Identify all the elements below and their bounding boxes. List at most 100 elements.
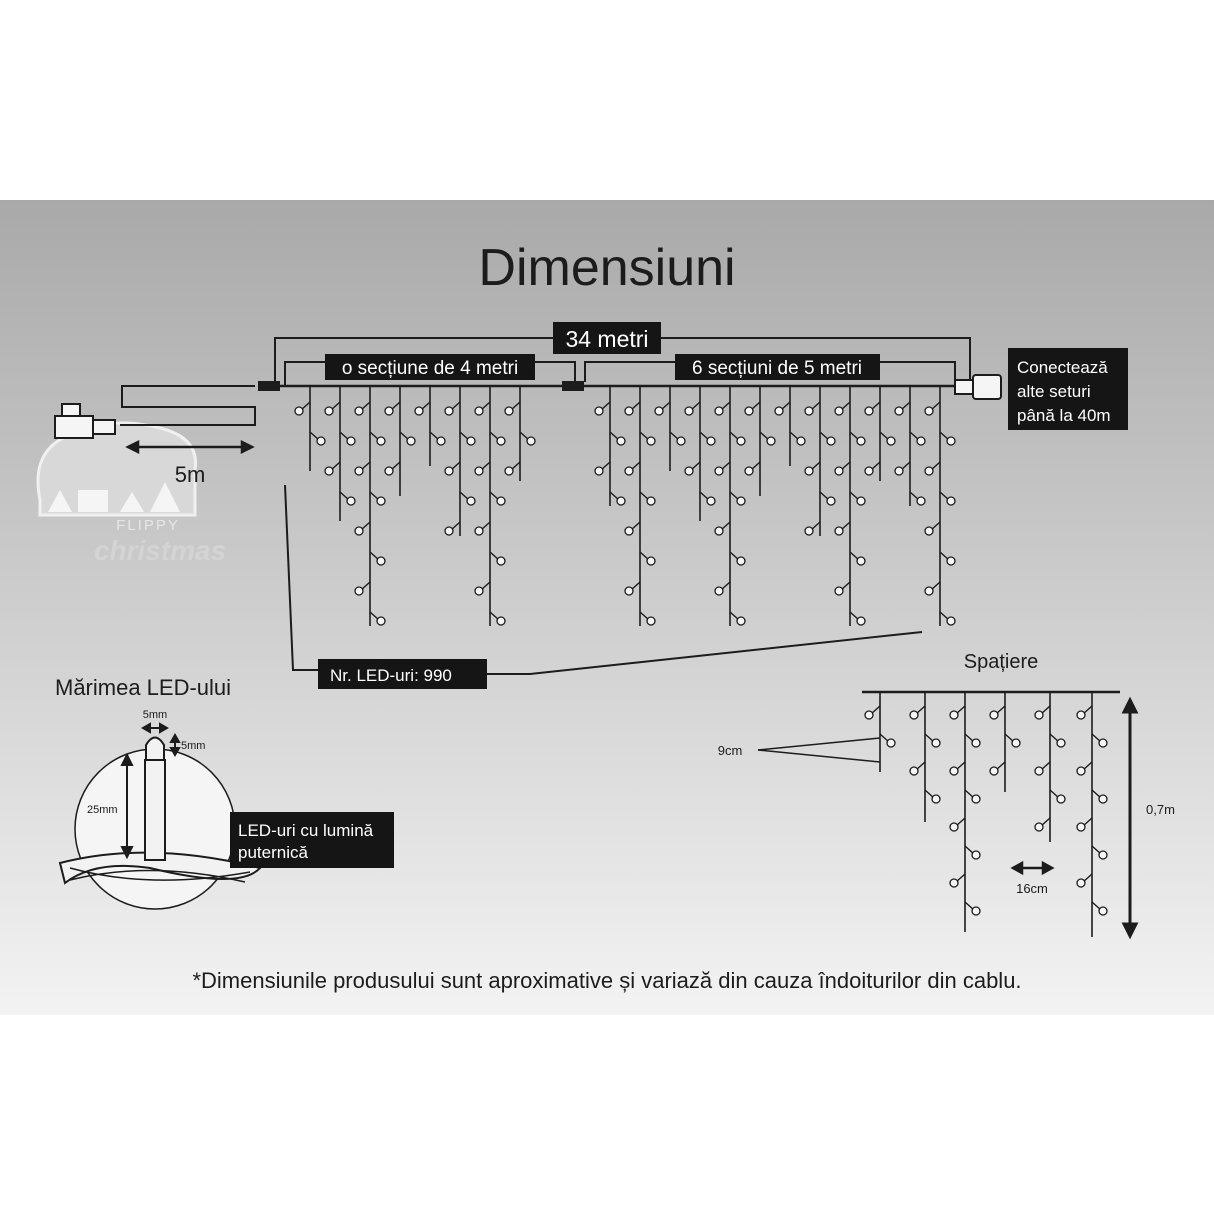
led-bulb-icon bbox=[909, 766, 919, 776]
led-head-icon bbox=[145, 736, 165, 761]
led-bulb-icon bbox=[1076, 822, 1086, 832]
led-bulb-icon bbox=[796, 436, 806, 446]
brand-line1: FLIPPY bbox=[116, 517, 180, 534]
led-bulb-icon bbox=[886, 436, 896, 446]
led-bulb-icon bbox=[444, 526, 454, 536]
led-bulb-icon bbox=[946, 616, 956, 626]
led-bulb-icon bbox=[466, 496, 476, 506]
cable-connectors bbox=[258, 381, 584, 391]
led-bulb-icon bbox=[474, 526, 484, 536]
logo-house-icon bbox=[78, 490, 108, 512]
led-bulb-icon bbox=[654, 406, 664, 416]
svg-text:Nr. LED-uri: 990: Nr. LED-uri: 990 bbox=[330, 666, 452, 685]
led-bulb-icon bbox=[646, 616, 656, 626]
led-bulb-icon bbox=[931, 738, 941, 748]
page-title: Dimensiuni bbox=[478, 239, 735, 297]
footnote: *Dimensiunile produsului sunt aproximati… bbox=[192, 968, 1021, 993]
led-bulb-icon bbox=[946, 556, 956, 566]
led-bulb-icon bbox=[466, 436, 476, 446]
led-bulb-icon bbox=[496, 616, 506, 626]
led-bulb-icon bbox=[646, 436, 656, 446]
led-bulb-icon bbox=[1098, 906, 1108, 916]
spacing-pointer bbox=[757, 737, 881, 763]
spacing-horizontal-label: 16cm bbox=[1016, 881, 1048, 896]
svg-text:o secțiune de 4 metri: o secțiune de 4 metri bbox=[342, 358, 518, 379]
led-bulb-icon bbox=[496, 556, 506, 566]
spacing-title: Spațiere bbox=[964, 651, 1039, 673]
led-bulb-icon bbox=[736, 436, 746, 446]
led-bulb-icon bbox=[1034, 822, 1044, 832]
led-bulb-icon bbox=[834, 466, 844, 476]
spacing-drops bbox=[864, 692, 1108, 937]
led-bulb-icon bbox=[496, 496, 506, 506]
led-bulb-icon bbox=[1098, 850, 1108, 860]
led-bulb-icon bbox=[1034, 710, 1044, 720]
led-bulb-icon bbox=[1098, 738, 1108, 748]
led-bulb-icon bbox=[624, 586, 634, 596]
svg-text:34 metri: 34 metri bbox=[565, 326, 648, 352]
section-b-label: 6 secțiuni de 5 metri bbox=[675, 354, 880, 380]
led-bulb-icon bbox=[1098, 794, 1108, 804]
led-bulb-icon bbox=[646, 556, 656, 566]
led-bulb-icon bbox=[864, 466, 874, 476]
led-bulb-icon bbox=[1011, 738, 1021, 748]
led-bulb-icon bbox=[714, 586, 724, 596]
led-bulb-icon bbox=[946, 496, 956, 506]
led-bulb-icon bbox=[324, 466, 334, 476]
led-bulb-icon bbox=[376, 496, 386, 506]
led-count-pointer bbox=[284, 484, 318, 671]
total-length-label: 34 metri bbox=[553, 322, 661, 354]
led-bulb-icon bbox=[496, 436, 506, 446]
led-bulb-icon bbox=[971, 738, 981, 748]
led-body-icon bbox=[144, 759, 166, 861]
connector-icon bbox=[562, 381, 584, 391]
led-bulb-icon bbox=[616, 496, 626, 506]
led-bulb-icon bbox=[1076, 878, 1086, 888]
end-socket-icon bbox=[954, 374, 1002, 400]
led-bulb-icon bbox=[714, 526, 724, 536]
diagram-panel: FLIPPY christmas Dimensiuni 5m 34 metri bbox=[0, 200, 1214, 1015]
svg-text:puternică: puternică bbox=[238, 843, 308, 862]
drop-height-label: 0,7m bbox=[1146, 802, 1175, 817]
led-bulb-icon bbox=[924, 526, 934, 536]
led-bulb-icon bbox=[714, 406, 724, 416]
led-bulb-icon bbox=[886, 738, 896, 748]
led-bulb-icon bbox=[504, 406, 514, 416]
led-bulb-icon bbox=[774, 406, 784, 416]
led-bulb-icon bbox=[594, 466, 604, 476]
led-bulb-icon bbox=[526, 436, 536, 446]
led-bulb-icon bbox=[864, 406, 874, 416]
led-bulb-icon bbox=[856, 556, 866, 566]
led-bulb-icon bbox=[924, 406, 934, 416]
led-bulb-icon bbox=[856, 496, 866, 506]
dimension-diagram: FLIPPY christmas Dimensiuni 5m 34 metri bbox=[0, 200, 1214, 1015]
led-bulb-icon bbox=[989, 710, 999, 720]
led-type-label: LED-uri cu lumină puternică bbox=[230, 812, 394, 868]
led-bulb-icon bbox=[376, 616, 386, 626]
led-height-label: 25mm bbox=[87, 804, 118, 816]
led-bulb-icon bbox=[949, 710, 959, 720]
led-bulb-icon bbox=[646, 496, 656, 506]
led-bulb-icon bbox=[736, 556, 746, 566]
power-plug-icon bbox=[54, 403, 116, 439]
led-bulb-icon bbox=[354, 526, 364, 536]
led-bulb-icon bbox=[346, 496, 356, 506]
led-bulb-icon bbox=[971, 850, 981, 860]
lead-cable-arrow bbox=[125, 439, 255, 455]
led-bulb-icon bbox=[474, 466, 484, 476]
led-bulb-icon bbox=[804, 406, 814, 416]
led-bulb-icon bbox=[444, 406, 454, 416]
led-bulb-icon bbox=[736, 496, 746, 506]
led-bulb-icon bbox=[376, 556, 386, 566]
led-bulb-icon bbox=[354, 466, 364, 476]
led-width-label: 5mm bbox=[143, 709, 167, 721]
led-bulb-icon bbox=[924, 466, 934, 476]
led-bulb-icon bbox=[894, 406, 904, 416]
led-bulb-icon bbox=[909, 710, 919, 720]
icicle-drops bbox=[294, 386, 956, 626]
led-bulb-icon bbox=[1034, 766, 1044, 776]
led-bulb-icon bbox=[1056, 738, 1066, 748]
led-bulb-icon bbox=[346, 436, 356, 446]
spacing-horizontal-arrow bbox=[1010, 860, 1055, 876]
led-count-pointer-right bbox=[487, 631, 923, 675]
